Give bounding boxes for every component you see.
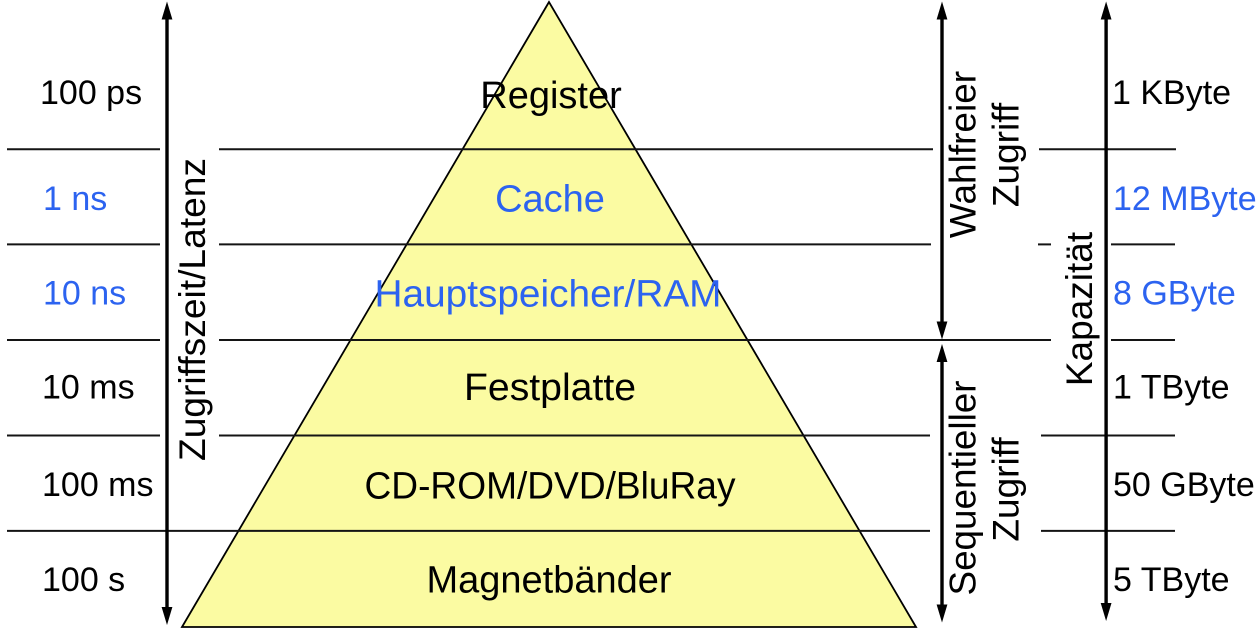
svg-text:100 ps: 100 ps (40, 74, 142, 112)
svg-text:50 GByte: 50 GByte (1113, 466, 1255, 504)
svg-text:Register: Register (480, 75, 622, 117)
svg-text:Zugriffszeit/Latenz: Zugriffszeit/Latenz (172, 158, 213, 461)
svg-text:100 ms: 100 ms (42, 466, 154, 504)
svg-text:100 s: 100 s (42, 561, 125, 599)
svg-text:Kapazität: Kapazität (1059, 231, 1100, 386)
svg-text:1 ns: 1 ns (43, 180, 107, 218)
svg-text:10 ms: 10 ms (42, 368, 135, 406)
svg-text:1 TByte: 1 TByte (1113, 368, 1230, 406)
svg-text:CD-ROM/DVD/BluRay: CD-ROM/DVD/BluRay (365, 466, 736, 508)
svg-text:5 TByte: 5 TByte (1113, 561, 1230, 599)
svg-text:Zugriff: Zugriff (986, 102, 1027, 207)
svg-text:Hauptspeicher/RAM: Hauptspeicher/RAM (375, 274, 722, 316)
svg-text:Magnetbänder: Magnetbänder (426, 560, 671, 602)
svg-text:10 ns: 10 ns (43, 274, 126, 312)
svg-text:1 KByte: 1 KByte (1112, 74, 1231, 112)
svg-text:Cache: Cache (495, 179, 605, 221)
svg-text:Wahlfreier: Wahlfreier (943, 71, 984, 238)
svg-text:8 GByte: 8 GByte (1113, 274, 1236, 312)
svg-text:12 MByte: 12 MByte (1113, 180, 1257, 218)
svg-text:Festplatte: Festplatte (464, 367, 636, 409)
svg-text:Zugriff: Zugriff (986, 437, 1027, 542)
svg-text:Sequentieller: Sequentieller (943, 381, 984, 596)
